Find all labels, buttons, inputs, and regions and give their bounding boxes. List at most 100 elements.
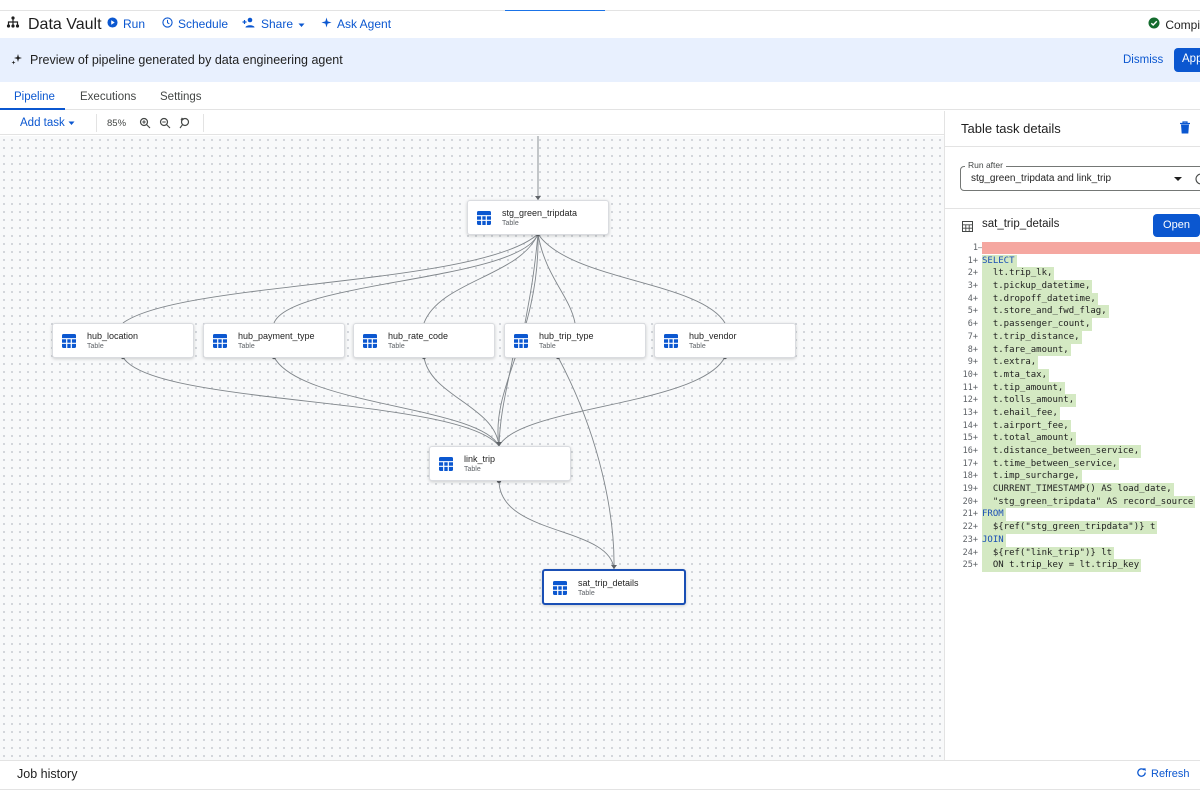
dependency-edges bbox=[120, 136, 728, 570]
file-name: sat_trip_details bbox=[982, 218, 1060, 230]
line-number: 3+ bbox=[967, 281, 978, 292]
schedule-button[interactable]: Schedule bbox=[162, 17, 228, 31]
run-label: Run bbox=[123, 17, 146, 31]
line-number: 1 bbox=[972, 243, 978, 253]
node-sat-trip-details[interactable]: sat_trip_details Table bbox=[542, 569, 686, 605]
refresh-label: Refresh bbox=[1151, 768, 1190, 780]
run-after-select[interactable]: stg_green_tripdata and link_trip bbox=[960, 166, 1200, 191]
code-text: t.time_between_service, bbox=[982, 457, 1120, 471]
line-number: 22+ bbox=[962, 522, 978, 533]
zoom-in-icon[interactable] bbox=[139, 116, 152, 129]
run-button[interactable]: Run bbox=[107, 17, 145, 31]
open-button[interactable]: Open bbox=[1153, 214, 1200, 237]
line-number: 9+ bbox=[967, 357, 978, 368]
compile-status-label: Compi bbox=[1165, 17, 1200, 32]
share-button[interactable]: Share bbox=[242, 17, 305, 31]
node-hub-rate-code[interactable]: hub_rate_code Table bbox=[353, 323, 495, 358]
node-type: Table bbox=[539, 343, 556, 350]
tab-executions[interactable]: Executions bbox=[80, 91, 137, 103]
refresh-icon bbox=[1136, 767, 1147, 781]
bottom-divider bbox=[0, 789, 1200, 790]
clock-icon bbox=[162, 17, 173, 31]
edge bbox=[423, 233, 539, 324]
node-hub-payment-type[interactable]: hub_payment_type Table bbox=[203, 323, 345, 358]
code-line: 16+ t.distance_between_service, bbox=[945, 445, 1200, 458]
line-number: 15+ bbox=[962, 433, 978, 444]
node-hub-vendor[interactable]: hub_vendor Table bbox=[654, 323, 796, 358]
line-number: 17+ bbox=[962, 458, 978, 469]
table-icon bbox=[362, 333, 378, 354]
table-icon bbox=[61, 333, 77, 354]
code-text: JOIN bbox=[982, 533, 1006, 547]
line-number: 19+ bbox=[962, 484, 978, 495]
code-text: t.passenger_count, bbox=[982, 318, 1093, 331]
edge-arrow bbox=[535, 196, 541, 200]
line-number: 14+ bbox=[962, 420, 978, 431]
caret-down-icon bbox=[298, 17, 305, 31]
edge-arrow bbox=[611, 565, 617, 569]
ask-agent-button[interactable]: Ask Agent bbox=[321, 17, 391, 31]
node-hub-location[interactable]: hub_location Table bbox=[52, 323, 194, 358]
line-number: 25+ bbox=[962, 560, 978, 571]
delete-icon[interactable] bbox=[1179, 121, 1191, 139]
code-line: 9+ t.extra, bbox=[945, 356, 1200, 369]
tab-settings[interactable]: Settings bbox=[160, 91, 202, 103]
code-text: t.total_amount, bbox=[982, 432, 1077, 445]
node-link-trip[interactable]: link_trip Table bbox=[429, 446, 571, 481]
line-number: 5+ bbox=[967, 306, 978, 317]
code-text: t.mta_tax, bbox=[982, 368, 1050, 382]
line-number: 18+ bbox=[962, 471, 978, 482]
toolbar-divider bbox=[96, 114, 97, 132]
share-label: Share bbox=[261, 17, 294, 31]
edge bbox=[537, 233, 576, 324]
node-stg-green-tripdata[interactable]: stg_green_tripdata Table bbox=[467, 200, 609, 235]
code-text: t.dropoff_datetime, bbox=[982, 292, 1098, 306]
edge bbox=[498, 356, 514, 447]
code-text: "stg_green_tripdata" AS record_source bbox=[982, 495, 1196, 509]
info-icon[interactable] bbox=[1195, 172, 1200, 190]
app-title: Data Vault bbox=[28, 15, 102, 33]
dropdown-arrow-icon bbox=[1174, 177, 1182, 181]
tab-pipeline[interactable]: Pipeline bbox=[14, 91, 55, 103]
diff-marker: — bbox=[978, 243, 983, 252]
refresh-button[interactable]: Refresh bbox=[1136, 767, 1190, 781]
table-icon bbox=[476, 210, 492, 231]
zoom-level: 85% bbox=[107, 118, 127, 129]
panel-splitter[interactable] bbox=[944, 111, 945, 760]
table-icon bbox=[552, 580, 568, 601]
node-hub-trip-type[interactable]: hub_trip_type Table bbox=[504, 323, 646, 358]
zoom-reset-icon[interactable] bbox=[179, 116, 192, 129]
code-line: 11+ t.tip_amount, bbox=[945, 381, 1200, 395]
zoom-out-icon[interactable] bbox=[159, 116, 172, 129]
table-icon bbox=[663, 333, 679, 354]
code-text: ON t.trip_key = lt.trip_key bbox=[982, 559, 1142, 572]
dismiss-button[interactable]: Dismiss bbox=[1123, 54, 1164, 66]
edge bbox=[122, 233, 539, 324]
code-line: 21+FROM bbox=[945, 508, 1200, 522]
apply-button[interactable]: App bbox=[1174, 48, 1200, 72]
panel-divider bbox=[945, 146, 1200, 147]
node-type: Table bbox=[87, 343, 104, 350]
code-line: 5+ t.store_and_fwd_flag, bbox=[945, 305, 1200, 319]
add-task-button[interactable]: Add task bbox=[20, 117, 75, 129]
code-line: 23+JOIN bbox=[945, 533, 1200, 547]
node-type: Table bbox=[388, 343, 405, 350]
code-text: FROM bbox=[982, 508, 1006, 522]
edge bbox=[498, 480, 615, 570]
edge-arrow bbox=[496, 442, 502, 446]
line-number: 1+ bbox=[967, 255, 978, 266]
pipeline-canvas[interactable]: stg_green_tripdata Table hub_location Ta… bbox=[0, 136, 944, 760]
code-text: CURRENT_TIMESTAMP() AS load_date, bbox=[982, 483, 1174, 496]
schedule-label: Schedule bbox=[178, 17, 229, 31]
code-text: lt.trip_lk, bbox=[982, 267, 1055, 281]
run-after-value: stg_green_tripdata and link_trip bbox=[971, 173, 1112, 184]
canvas-toolbar: Add task 85% bbox=[0, 111, 944, 135]
node-name: hub_location bbox=[87, 331, 139, 341]
line-number: 12+ bbox=[962, 395, 978, 406]
node-name: hub_rate_code bbox=[388, 331, 449, 341]
job-history-title[interactable]: Job history bbox=[17, 767, 78, 781]
edge bbox=[423, 356, 500, 447]
code-text: t.airport_fee, bbox=[982, 419, 1071, 433]
